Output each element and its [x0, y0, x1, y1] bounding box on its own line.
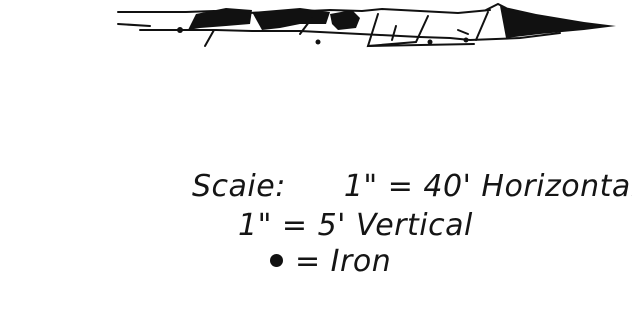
profile-band-1 — [188, 8, 252, 30]
iron-marker-1 — [177, 27, 183, 33]
vertical-scale-line: 1" = 5' Vertical — [238, 211, 473, 241]
profile-band-2 — [252, 8, 330, 30]
profile-top-line — [117, 7, 491, 15]
iron-symbol-text: = Iron — [295, 244, 392, 279]
profile-arrow — [500, 6, 616, 38]
iron-dot-icon — [270, 254, 283, 267]
iron-symbol-line: = Iron — [270, 247, 391, 277]
profile-band-3 — [330, 10, 360, 30]
profile-bottom-line — [139, 29, 561, 42]
vertical-scale-text: 1" = 5' Vertical — [238, 208, 473, 243]
iron-marker-3 — [463, 37, 469, 43]
horizontal-scale-text: 1" = 40' Horizontal — [343, 169, 632, 204]
profile-sketch — [117, 2, 616, 48]
horizontal-scale-line: Scaie: 1" = 40' Horizontal — [192, 172, 632, 202]
iron-marker-2 — [315, 39, 321, 45]
iron-marker-4 — [427, 39, 433, 45]
scale-label: Scaie: — [192, 169, 286, 204]
